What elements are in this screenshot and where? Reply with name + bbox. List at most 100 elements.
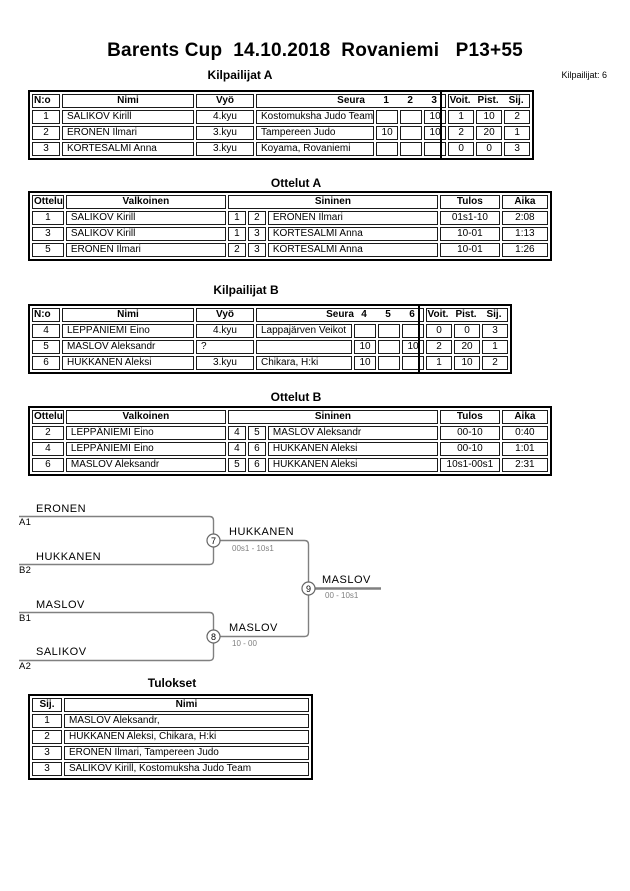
col-header-club: Seura: [337, 95, 365, 106]
cell-white-name: SALIKOV Kirill: [65, 211, 226, 225]
match-node-8: [206, 629, 221, 644]
cell-score-2: [400, 126, 423, 140]
cell-match-no: 3: [32, 227, 64, 241]
bracket-diagram: 7 8 9: [19, 515, 381, 662]
cell-belt: 4.kyu: [196, 324, 254, 338]
cell-blue-name: MASLOV Aleksandr: [267, 426, 438, 440]
cell-name: SALIKOV Kirill: [62, 110, 194, 124]
cell-blue-no: 6: [247, 458, 266, 472]
cell-place: 3: [32, 746, 62, 760]
cell-score-3: [424, 142, 447, 156]
cell-points: 20: [476, 126, 503, 140]
col-header-1: 1: [383, 95, 389, 106]
semifinal-1-winner: HUKKANEN: [229, 526, 295, 538]
table-row: 5 MASLOV Aleksandr ? 10 10 2 20 1: [32, 340, 508, 354]
cell-no: 6: [32, 356, 60, 370]
cell-score-3: 10: [424, 110, 447, 124]
cell-points: 0: [476, 142, 503, 156]
cell-place: 2: [482, 356, 508, 370]
cell-score-4: 10: [354, 340, 376, 354]
table-row: 4 LEPPÄNIEMI Eino 4 6 HUKKANEN Aleksi 00…: [32, 442, 548, 456]
cell-score-4: 10: [354, 356, 376, 370]
section-title-pool-b: Kilpailijat B: [213, 283, 279, 297]
col-header-time: Aika: [501, 410, 548, 424]
cell-score-1: [376, 110, 399, 124]
cell-no: 4: [32, 324, 60, 338]
cell-blue-name: HUKKANEN Aleksi: [267, 458, 438, 472]
bracket-slot-name: ERONEN: [36, 503, 87, 515]
cell-result: 10-01: [439, 227, 500, 241]
pool-b-table: N:o Nimi Vyö Seura 4 5 6 Voit. Pist. Sij…: [28, 304, 512, 374]
col-header-blue: Sininen: [227, 410, 438, 424]
cell-wins: 2: [448, 126, 475, 140]
cell-score-2: [400, 142, 423, 156]
cell-white-no: 4: [227, 442, 246, 456]
cell-blue-name: KORTESALMI Anna: [267, 243, 438, 257]
cell-name: ERONEN Ilmari, Tampereen Judo: [64, 746, 309, 760]
results-table: Sij. Nimi 1 MASLOV Aleksandr, 2 HUKKANEN…: [28, 694, 313, 780]
cell-points: 10: [454, 356, 480, 370]
table-row: 5 ERONEN Ilmari 2 3 KORTESALMI Anna 10-0…: [32, 243, 548, 257]
semifinal-2-winner: MASLOV: [229, 622, 278, 634]
cell-name: LEPPÄNIEMI Eino: [62, 324, 194, 338]
col-header-score-group: Voit. Pist. Sij.: [448, 94, 531, 108]
cell-time: 2:08: [501, 211, 548, 225]
score-group-divider: [418, 306, 420, 372]
table-row: 3 ERONEN Ilmari, Tampereen Judo: [32, 746, 309, 760]
table-row: 6 HUKKANEN Aleksi 3.kyu Chikara, H:ki 10…: [32, 356, 508, 370]
cell-score-5: [378, 340, 400, 354]
cell-club: Koyama, Rovaniemi: [256, 142, 375, 156]
cell-place: 3: [482, 324, 508, 338]
cell-score-1: [376, 142, 399, 156]
cell-place: 1: [504, 126, 531, 140]
cell-time: 2:31: [501, 458, 548, 472]
col-header-points: Pist.: [455, 309, 477, 320]
cell-score-6: [402, 324, 424, 338]
cell-score-4: [354, 324, 376, 338]
cell-name: HUKKANEN Aleksi, Chikara, H:ki: [64, 730, 309, 744]
bracket-slot-seed: B1: [19, 613, 32, 624]
cell-club: Tampereen Judo: [256, 126, 375, 140]
col-header-club-group: Seura 1 2 3: [256, 94, 447, 108]
matches-b-table: Ottelu Valkoinen Sininen Tulos Aika 2 LE…: [28, 406, 552, 476]
section-title-pool-a: Kilpailijat A: [207, 68, 273, 82]
cell-white-name: ERONEN Ilmari: [65, 243, 226, 257]
table-row: 3 SALIKOV Kirill, Kostomuksha Judo Team: [32, 762, 309, 776]
col-header-result: Tulos: [439, 410, 500, 424]
match-node-7: [206, 533, 221, 548]
cell-club: [256, 340, 352, 354]
cell-name: HUKKANEN Aleksi: [62, 356, 194, 370]
match-number-8: 8: [211, 632, 216, 642]
cell-blue-no: 3: [247, 227, 266, 241]
cell-white-no: 4: [227, 426, 246, 440]
bracket-slot-name: SALIKOV: [36, 646, 87, 658]
cell-place: 2: [32, 730, 62, 744]
col-header-blue: Sininen: [227, 195, 438, 209]
cell-wins: 2: [426, 340, 452, 354]
cell-white-no: 5: [227, 458, 246, 472]
table-header-row: Ottelu Valkoinen Sininen Tulos Aika: [32, 195, 548, 209]
cell-time: 1:13: [501, 227, 548, 241]
cell-belt: 4.kyu: [196, 110, 254, 124]
match-node-9: [301, 581, 316, 596]
cell-result: 00-10: [439, 426, 500, 440]
cell-place: 3: [504, 142, 531, 156]
cell-match-no: 1: [32, 211, 64, 225]
cell-white-name: MASLOV Aleksandr: [65, 458, 226, 472]
bracket-slot-seed: B2: [19, 565, 32, 576]
cell-blue-no: 2: [247, 211, 266, 225]
cell-place: 1: [32, 714, 62, 728]
cell-white-name: SALIKOV Kirill: [65, 227, 226, 241]
cell-result: 00-10: [439, 442, 500, 456]
col-header-points: Pist.: [477, 95, 499, 106]
cell-no: 2: [32, 126, 60, 140]
cell-score-3: 10: [424, 126, 447, 140]
cell-belt: ?: [196, 340, 254, 354]
table-row: 3 KORTESALMI Anna 3.kyu Koyama, Rovaniem…: [32, 142, 531, 156]
table-header-row: Ottelu Valkoinen Sininen Tulos Aika: [32, 410, 548, 424]
cell-match-no: 6: [32, 458, 64, 472]
table-row: 1 MASLOV Aleksandr,: [32, 714, 309, 728]
cell-club: Chikara, H:ki: [256, 356, 352, 370]
match-number-7: 7: [211, 536, 216, 546]
cell-club: Kostomuksha Judo Team: [256, 110, 375, 124]
